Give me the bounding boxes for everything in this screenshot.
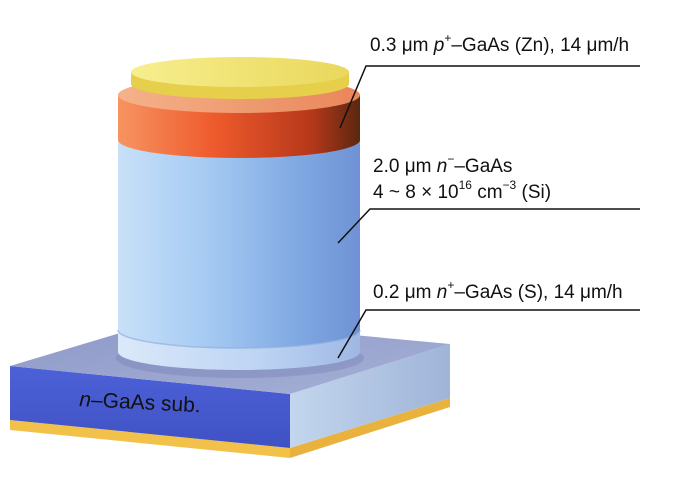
cap-material-text: –GaAs (Zn), 14 μm/h	[451, 35, 630, 56]
substrate-gold-base-front	[10, 420, 290, 458]
cap-leader-line	[339, 65, 640, 129]
mesa-cylinder	[116, 57, 364, 378]
drift-carrier-sup: −	[447, 151, 455, 166]
drift-buffer-interface	[117, 329, 361, 349]
drift-carrier-type: n	[436, 156, 448, 177]
drift-layer-label: 2.0 μm n−–GaAs 4 ~ 8 × 1016 cm−3 (Si)	[373, 153, 552, 204]
buffer-carrier-type: n	[436, 282, 448, 303]
drift-doping-line: 4 ~ 8 × 1016 cm−3 (Si)	[373, 179, 552, 204]
drift-layer	[118, 140, 360, 348]
substrate-gold-base-side	[290, 398, 450, 458]
cap-carrier-sup: +	[444, 30, 452, 45]
drift-thickness-text: 2.0 μm	[373, 156, 432, 177]
cap-layer	[118, 95, 360, 158]
drift-doping-prefix: 4 ~ 8 × 10	[373, 182, 459, 203]
drift-doping-unit: cm	[471, 182, 503, 203]
cap-carrier-type: p	[433, 35, 445, 56]
substrate-material-text: –GaAs sub.	[90, 388, 202, 418]
buffer-material-text: –GaAs (S), 14 μm/h	[454, 282, 623, 303]
cap-thickness-text: 0.3 μm	[370, 35, 429, 56]
buffer-layer-label: 0.2 μm n+–GaAs (S), 14 μm/h	[373, 279, 623, 304]
contact-disk-top	[131, 57, 349, 87]
drift-doping-exponent: 16	[458, 177, 472, 192]
substrate-side-face	[290, 344, 450, 448]
buffer-leader-line	[337, 309, 640, 359]
buffer-carrier-sup: +	[447, 277, 455, 292]
leader-lines	[337, 65, 640, 359]
buffer-thickness-text: 0.2 μm	[373, 282, 432, 303]
drift-doping-unit-exponent: −3	[502, 177, 517, 192]
drift-leader-line	[337, 208, 640, 244]
drift-material-text: –GaAs	[454, 156, 513, 177]
substrate-front-face	[10, 366, 290, 448]
drift-dopant-text: (Si)	[516, 182, 552, 203]
cap-layer-label: 0.3 μm p+–GaAs (Zn), 14 μm/h	[370, 32, 630, 57]
